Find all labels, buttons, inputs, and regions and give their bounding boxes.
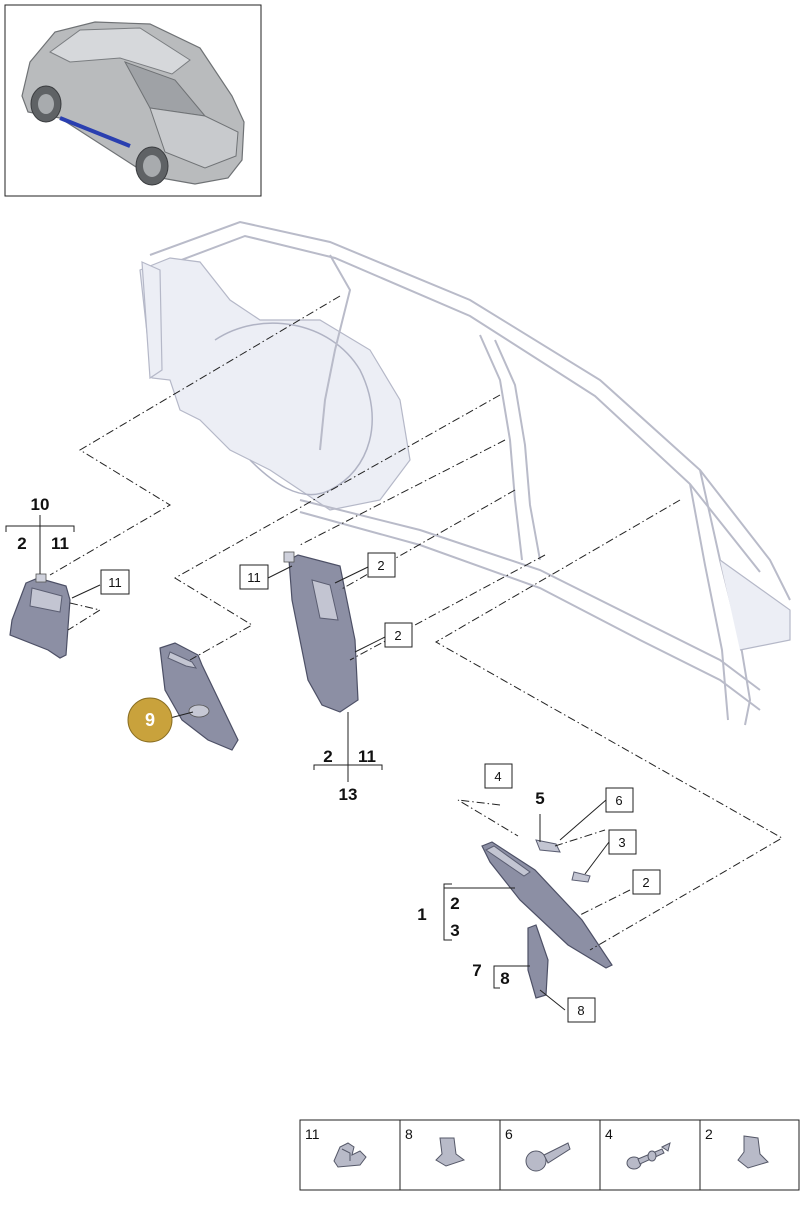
legend-number-2: 2 (705, 1126, 713, 1142)
label-5: 5 (535, 789, 544, 808)
part-10-trim (9, 573, 71, 659)
bold-labels: 10 2 11 2 11 13 5 1 2 3 7 8 (17, 495, 544, 988)
expanding-rivet-icon (626, 1142, 671, 1170)
label-10-sub-a: 2 (17, 534, 26, 553)
svg-text:11: 11 (247, 570, 261, 585)
label-1-sub-b: 3 (450, 921, 459, 940)
body-side-structure (139, 220, 791, 726)
boxed-label-6: 6 (605, 787, 634, 813)
boxed-labels: 11 11 2 2 4 6 3 2 (100, 552, 661, 1023)
label-13-sub-a: 2 (323, 747, 332, 766)
boxed-label-2-top: 2 (367, 552, 396, 578)
clip-icon (333, 1142, 367, 1168)
label-7-sub: 8 (500, 969, 509, 988)
leader-lines (5, 515, 610, 1011)
svg-text:4: 4 (494, 769, 501, 784)
svg-text:2: 2 (642, 875, 649, 890)
svg-text:6: 6 (615, 793, 622, 808)
vehicle-image (21, 21, 245, 186)
part-9-trim (159, 642, 239, 751)
clip-icon (737, 1135, 769, 1169)
legend-number-8: 8 (405, 1126, 413, 1142)
svg-text:2: 2 (394, 628, 401, 643)
svg-text:11: 11 (108, 575, 122, 590)
assembly-lines (49, 295, 784, 951)
label-7: 7 (472, 961, 481, 980)
boxed-label-11-left: 11 (100, 569, 130, 595)
fastener-legend: 11 8 6 4 2 (299, 1119, 800, 1191)
svg-text:8: 8 (577, 1003, 584, 1018)
svg-text:2: 2 (377, 558, 384, 573)
legend-number-4: 4 (605, 1126, 613, 1142)
legend-number-6: 6 (505, 1126, 513, 1142)
callout-9[interactable]: 9 (127, 697, 173, 743)
label-1-sub-a: 2 (450, 894, 459, 913)
legend-number-11: 11 (305, 1126, 320, 1142)
boxed-label-2-right: 2 (632, 869, 661, 895)
label-10-sub-b: 11 (51, 534, 69, 553)
boxed-label-8: 8 (567, 997, 596, 1023)
label-10: 10 (31, 495, 50, 514)
label-13-sub-b: 11 (358, 747, 376, 766)
label-13: 13 (339, 785, 358, 804)
svg-text:3: 3 (618, 835, 625, 850)
clip-icon (435, 1137, 466, 1167)
boxed-label-4: 4 (484, 763, 513, 789)
callout-9-label: 9 (145, 710, 155, 730)
boxed-label-2-mid: 2 (384, 622, 413, 648)
part-13-pillar-trim (283, 551, 359, 713)
vehicle-thumbnail (4, 4, 262, 197)
part-7-bracket (527, 924, 549, 999)
boxed-label-11-mid: 11 (239, 564, 269, 590)
part-1-a-pillar-trim (481, 841, 613, 969)
screw-icon (525, 1142, 571, 1172)
boxed-label-3: 3 (608, 829, 637, 855)
label-1: 1 (417, 905, 426, 924)
part-5-fastener (535, 839, 591, 883)
